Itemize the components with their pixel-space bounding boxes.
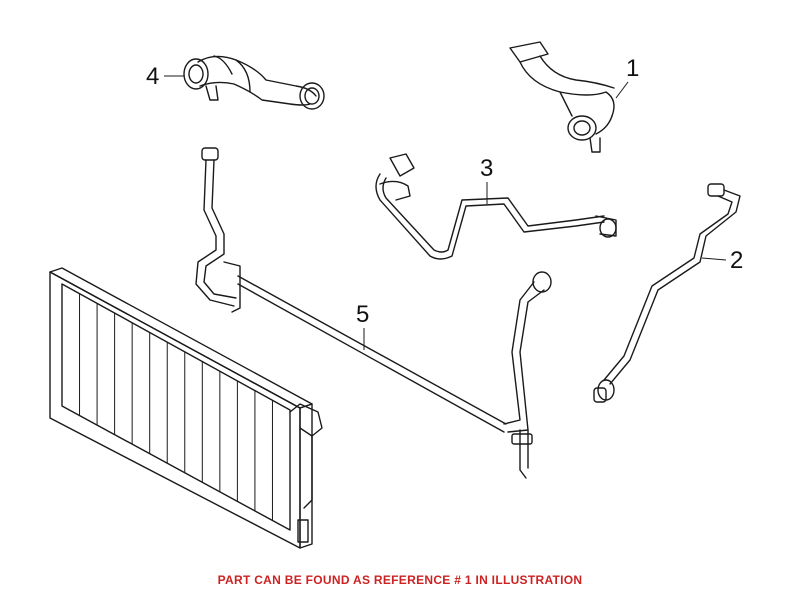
footer-note: PART CAN BE FOUND AS REFERENCE # 1 IN IL… xyxy=(217,573,583,587)
callout-label-2: 2 xyxy=(730,247,743,274)
callout-2: 2 xyxy=(701,247,743,274)
hose-part-4 xyxy=(183,55,325,110)
hose-part-2 xyxy=(593,183,741,403)
hose-part-3 xyxy=(375,153,617,260)
callout-4: 4 xyxy=(146,63,184,90)
callout-1: 1 xyxy=(615,55,639,99)
callout-label-1: 1 xyxy=(626,55,639,82)
radiator xyxy=(49,267,323,549)
callout-label-5: 5 xyxy=(356,301,369,328)
hose-part-1 xyxy=(509,41,615,153)
callout-label-3: 3 xyxy=(480,155,493,182)
hose-part-5 xyxy=(195,147,552,479)
callout-3: 3 xyxy=(480,155,493,204)
callout-5: 5 xyxy=(356,301,369,350)
callout-label-4: 4 xyxy=(146,63,159,90)
